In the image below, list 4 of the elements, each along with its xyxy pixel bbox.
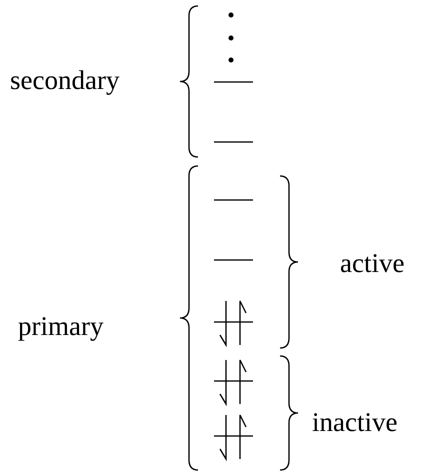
group-label: inactive (312, 409, 398, 436)
group-label: active (340, 250, 404, 277)
group-label: primary (18, 313, 104, 340)
group-label: secondary (10, 67, 120, 94)
